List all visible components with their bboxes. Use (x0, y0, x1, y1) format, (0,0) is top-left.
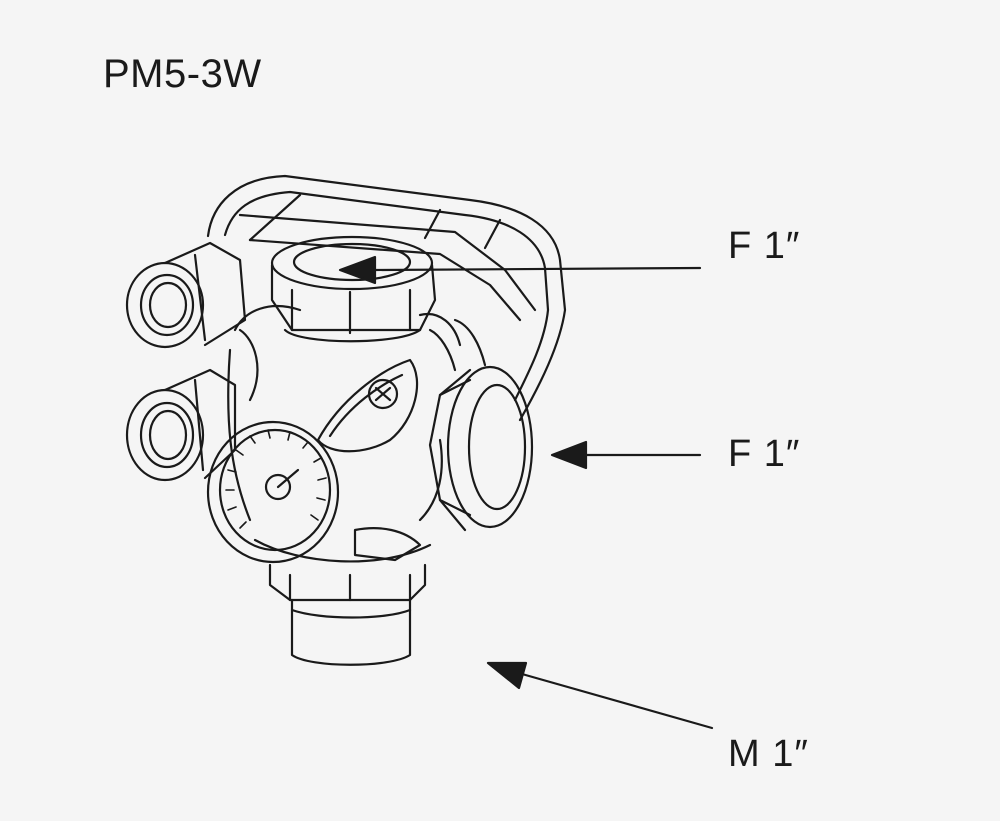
valve-body (227, 305, 462, 563)
cable-gland-upper (125, 241, 247, 349)
pressure-gauge (206, 420, 340, 564)
arrow-bottom (486, 661, 714, 730)
cable-gland-lower (125, 368, 237, 482)
label-top-port: F 1″ (728, 225, 801, 267)
top-nut (270, 235, 437, 343)
label-bottom-port: M 1″ (728, 733, 809, 775)
page-title: PM5-3W (103, 52, 262, 96)
bottom-connector (268, 563, 427, 666)
arrow-top (338, 255, 702, 285)
arrow-middle (550, 440, 702, 470)
side-nut (428, 318, 534, 532)
label-side-port: F 1″ (728, 433, 801, 475)
